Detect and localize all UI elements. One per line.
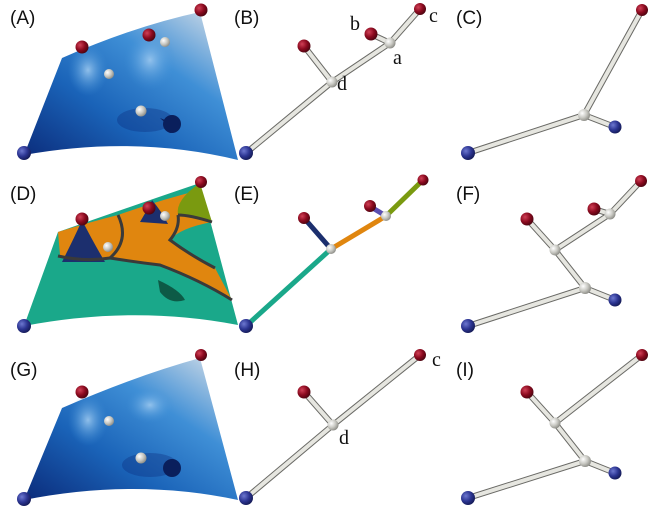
- panel-label-d: (D): [10, 184, 36, 205]
- maximum-node: [75, 212, 89, 226]
- minimum-node: [461, 491, 475, 505]
- minimum-node: [461, 146, 475, 160]
- panel-label-b: (B): [234, 8, 259, 29]
- saddle-node: [327, 419, 339, 431]
- node-label-c: c: [429, 5, 438, 27]
- saddle-node: [135, 105, 147, 117]
- maximum-node: [414, 3, 426, 15]
- saddle-node: [384, 37, 396, 49]
- tree-arc: [330, 41, 392, 84]
- saddle-node: [579, 455, 591, 467]
- saddle-node: [160, 37, 170, 47]
- saddle-node: [326, 244, 336, 254]
- tree-arc: [608, 179, 643, 216]
- tree-arc: [553, 353, 644, 425]
- tree-panel-f: [461, 175, 647, 333]
- minimum-node: [608, 466, 622, 480]
- panel-label-e: (E): [234, 184, 259, 205]
- panel-label-a: (A): [10, 8, 35, 29]
- node-label-d: d: [339, 427, 349, 449]
- node-label-d: d: [337, 73, 347, 95]
- maximum-node: [414, 349, 426, 361]
- tree-arc: [244, 80, 334, 155]
- panel-label-h: (H): [234, 360, 260, 381]
- maximum-node: [298, 212, 310, 224]
- tree-panel-c: [461, 4, 648, 160]
- maximum-node: [636, 349, 648, 361]
- maximum-node: [417, 174, 429, 186]
- minimum-node: [17, 492, 31, 506]
- saddle-node: [135, 452, 147, 464]
- tree-arc: [328, 213, 389, 252]
- saddle-node: [549, 417, 561, 429]
- saddle-node: [104, 69, 114, 79]
- maximum-node: [297, 385, 311, 399]
- tree-arc: [553, 421, 587, 463]
- minimum-node: [17, 146, 31, 160]
- tree-arc: [525, 390, 557, 425]
- tree-arc: [388, 7, 422, 45]
- maximum-node: [142, 201, 156, 215]
- maximum-node: [636, 4, 648, 16]
- maximum-node: [364, 27, 378, 41]
- node-label-b: b: [350, 13, 360, 35]
- saddle-node: [326, 76, 338, 88]
- minimum-node: [461, 319, 475, 333]
- tree-arc: [466, 459, 587, 500]
- minimum-node: [608, 293, 622, 307]
- surface-panel-d: [17, 176, 238, 333]
- saddle-node: [104, 416, 114, 426]
- maximum-node: [364, 200, 376, 212]
- maximum-node: [195, 349, 207, 361]
- maximum-node: [75, 40, 89, 54]
- maximum-node: [635, 175, 647, 187]
- minimum-node: [17, 319, 31, 333]
- tree-arc: [525, 217, 557, 252]
- tree-panel-b: b c a d: [239, 3, 438, 160]
- minimum-node: [239, 146, 253, 160]
- tree-arc: [466, 113, 586, 155]
- saddle-node: [103, 242, 113, 252]
- saddle-node: [579, 282, 591, 294]
- maximum-node: [520, 385, 534, 399]
- panel-label-f: (F): [456, 184, 480, 205]
- surface-panel-a: [17, 3, 238, 160]
- tree-arc: [383, 178, 425, 219]
- tree-panel-i: [461, 349, 648, 505]
- tree-arc: [331, 353, 422, 427]
- maximum-node: [297, 39, 311, 53]
- panel-label-c: (C): [456, 8, 482, 29]
- tree-panel-h: c d: [239, 349, 441, 505]
- node-label-a: a: [393, 47, 402, 69]
- saddle-node: [578, 109, 590, 121]
- surface-panel-g: [17, 349, 238, 506]
- maximum-node: [142, 28, 156, 42]
- tree-arc: [466, 286, 587, 328]
- tree-arc: [582, 8, 644, 117]
- panel-label-g: (G): [10, 360, 37, 381]
- saddle-node: [604, 208, 616, 220]
- tree-arc: [553, 212, 612, 252]
- tree-arc: [243, 246, 334, 329]
- saddle-node: [160, 211, 170, 221]
- maximum-node: [520, 212, 534, 226]
- minimum-node: [239, 319, 253, 333]
- tree-arc: [301, 215, 334, 252]
- maximum-node: [194, 3, 208, 17]
- tree-arc: [244, 423, 335, 500]
- maximum-node: [587, 202, 601, 216]
- tree-arc: [302, 390, 335, 427]
- tree-arc: [302, 44, 334, 84]
- minimum-node: [608, 120, 622, 134]
- saddle-node: [549, 244, 561, 256]
- tree-panel-e: [239, 174, 429, 333]
- maximum-node: [75, 385, 89, 399]
- panel-label-i: (I): [456, 360, 474, 381]
- tree-arc: [553, 248, 587, 290]
- maximum-node: [195, 176, 207, 188]
- saddle-node: [381, 211, 391, 221]
- node-label-c: c: [432, 349, 441, 371]
- minimum-node: [239, 491, 253, 505]
